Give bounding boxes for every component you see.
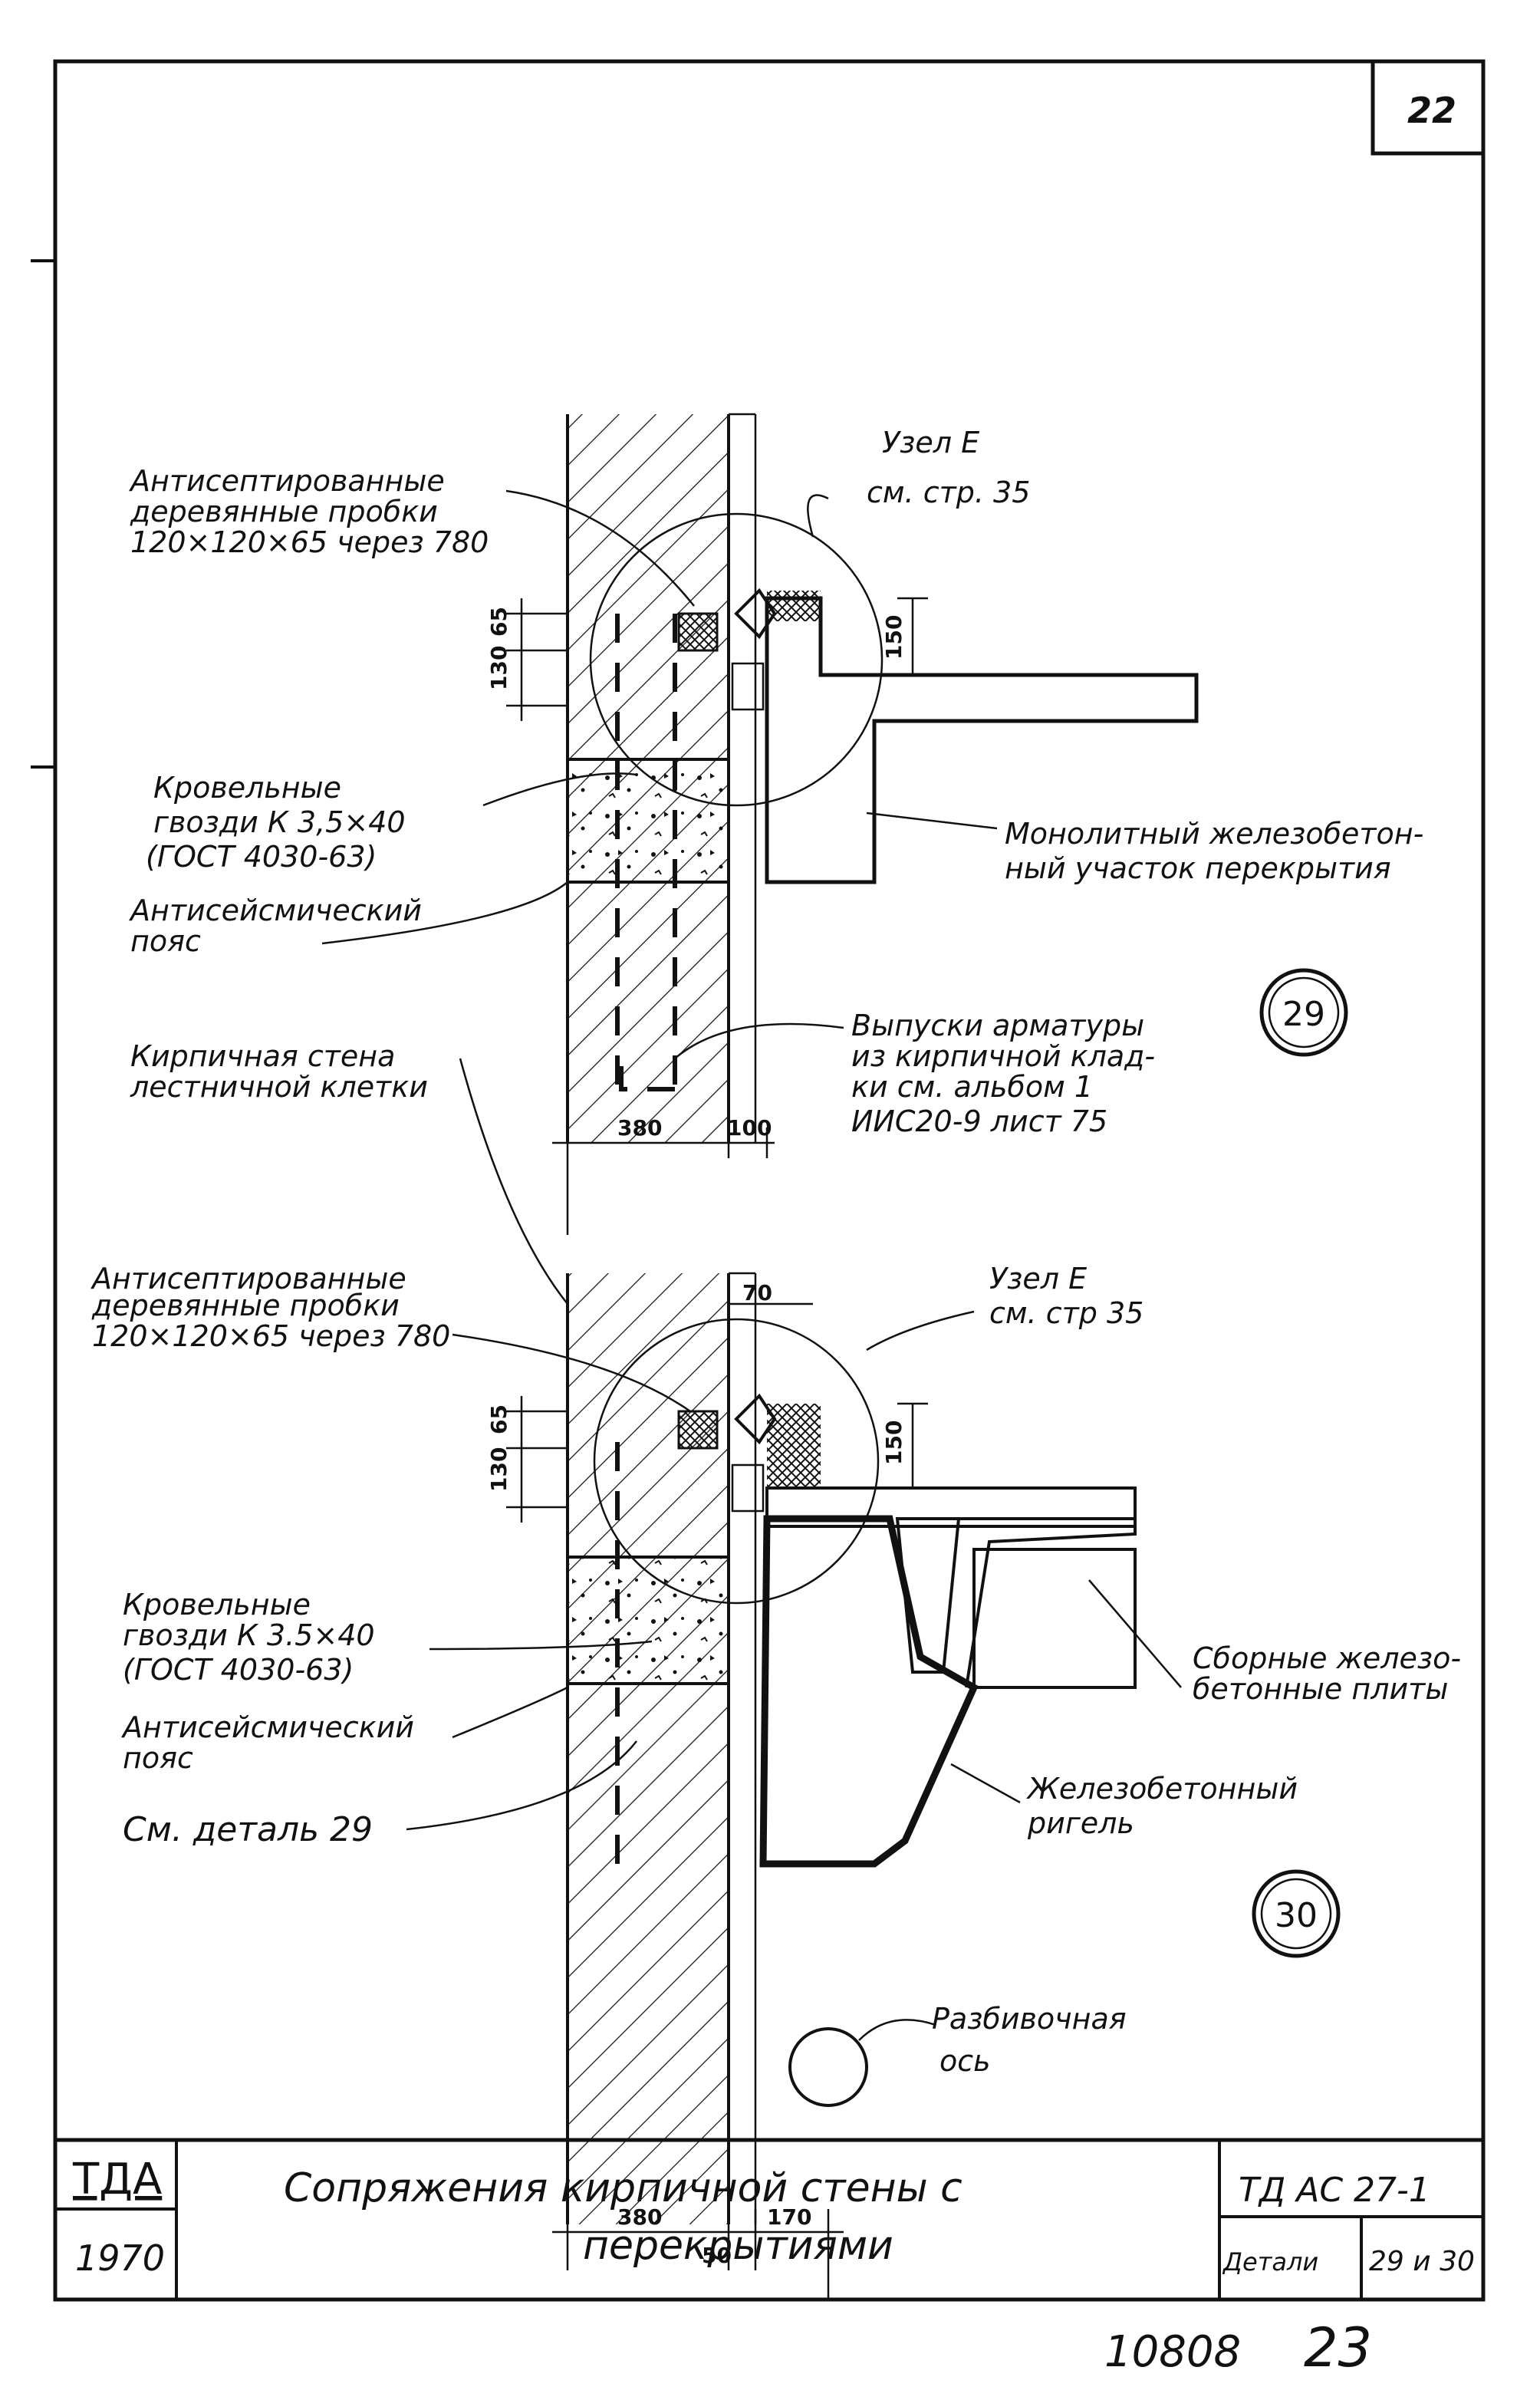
- detail-29-drawing: [321, 413, 1199, 1235]
- d29-uzel-ref: см. стр. 35: [867, 476, 1030, 509]
- d29-stena-1: Кирпичная стена: [130, 1039, 395, 1073]
- sheet-number: 22: [1407, 90, 1456, 131]
- d30-dim-150: 150: [881, 1421, 907, 1465]
- footer-page-no: 23: [1304, 2316, 1372, 2379]
- d29-probki-2: деревянные пробки: [130, 495, 438, 528]
- d29-vypuski-2: из кирпичной клад-: [851, 1039, 1155, 1073]
- d29-gvozdi-2: гвозди К 3,5×40: [153, 805, 406, 839]
- d30-uzel-ref: см. стр 35: [989, 1296, 1143, 1330]
- d30-os-1: Разбивочная: [932, 2002, 1127, 2036]
- d29-gvozdi-1: Кровельные: [153, 771, 341, 805]
- d29-vypuski-3: ки см. альбом 1: [851, 1070, 1093, 1104]
- d30-rigel-1: Железобетонный: [1026, 1772, 1298, 1806]
- d30-probki-1: Антисептированные: [90, 1262, 406, 1295]
- d30-uzel: Узел Е: [989, 1262, 1087, 1295]
- d29-dim-130: 130: [486, 646, 512, 690]
- d30-probki-2: деревянные пробки: [91, 1289, 400, 1322]
- title-code: ТД АС 27-1: [1239, 2171, 1430, 2210]
- footer-archive-no: 10808: [1104, 2327, 1241, 2377]
- d30-dim-65: 65: [486, 1404, 512, 1434]
- d29-dim-100: 100: [727, 1115, 772, 1141]
- d30-poyas-2: пояс: [123, 1741, 193, 1775]
- d29-stena-2: лестничной клетки: [130, 1070, 428, 1104]
- d30-gvozdi-3: (ГОСТ 4030-63): [123, 1653, 354, 1687]
- d30-gvozdi-2: гвозди К 3.5×40: [123, 1618, 375, 1652]
- d29-marker: 29: [1259, 968, 1348, 1057]
- d29-dim-380: 380: [617, 1115, 662, 1141]
- d30-plity-2: бетонные плиты: [1193, 1672, 1448, 1706]
- title-block: [55, 2138, 1483, 2300]
- d29-monolit-1: Монолитный железобетон-: [1005, 817, 1423, 851]
- d30-marker-text: 30: [1275, 1896, 1318, 1935]
- d30-os-2: ось: [939, 2044, 991, 2078]
- d29-vypuski-4: ИИС20-9 лист 75: [851, 1105, 1107, 1138]
- sheet-frame: [31, 59, 1486, 2302]
- d30-plity-1: Сборные железо-: [1193, 1641, 1461, 1675]
- title-details-value: 29 и 30: [1369, 2246, 1475, 2277]
- d30-probki-3: 120×120×65 через 780: [92, 1319, 450, 1353]
- d30-marker: 30: [1252, 1869, 1341, 1958]
- d29-probki-1: Антисептированные: [128, 464, 445, 498]
- detail-30-drawing: [406, 1058, 1182, 2301]
- d29-uzel: Узел Е: [882, 426, 979, 459]
- title-line-2: перекрытиями: [583, 2223, 893, 2269]
- title-line-1: Сопряжения кирпичной стены с: [284, 2165, 962, 2211]
- d30-gvozdi-1: Кровельные: [123, 1588, 311, 1621]
- d30-sm: См. деталь 29: [123, 1810, 373, 1849]
- title-year: 1970: [75, 2237, 165, 2279]
- d30-rigel-2: ригель: [1027, 1806, 1134, 1840]
- d29-poyas-2: пояс: [130, 924, 201, 958]
- d29-dim-150: 150: [881, 615, 907, 660]
- d30-dim-170: 170: [767, 2204, 811, 2230]
- d29-probki-3: 120×120×65 через 780: [130, 525, 489, 559]
- d29-marker-text: 29: [1282, 995, 1325, 1034]
- d29-vypuski-1: Выпуски арматуры: [851, 1009, 1144, 1042]
- d30-dim-70: 70: [742, 1280, 772, 1305]
- d29-gvozdi-3: (ГОСТ 4030-63): [146, 840, 377, 874]
- d30-poyas-1: Антисейсмический: [120, 1710, 414, 1744]
- d30-dim-130: 130: [486, 1447, 512, 1492]
- title-org: ТДА: [72, 2155, 162, 2204]
- d30-dim-380: 380: [617, 2204, 662, 2230]
- d29-poyas-1: Антисейсмический: [128, 894, 422, 927]
- d29-monolit-2: ный участок перекрытия: [1005, 851, 1391, 885]
- d29-dim-65: 65: [486, 607, 512, 637]
- title-details-label: Детали: [1222, 2247, 1318, 2277]
- d30-dim-50: 50: [702, 2243, 732, 2268]
